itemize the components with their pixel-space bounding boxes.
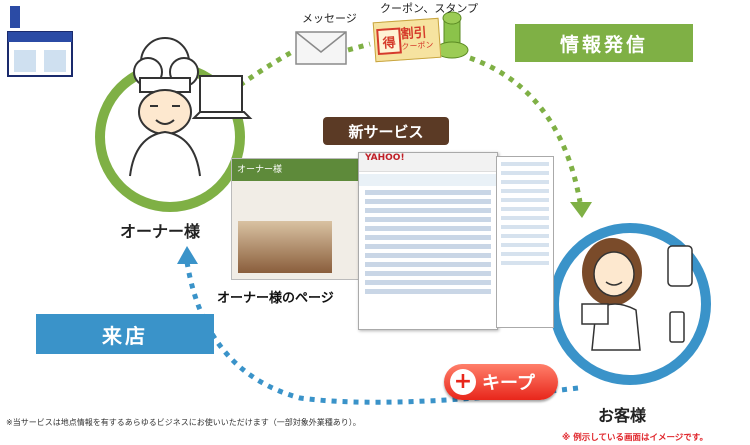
message-label: メッセージ <box>302 12 357 25</box>
yahoo-logo: YAHOO! <box>359 153 497 172</box>
yahoo-side-panel <box>496 156 554 328</box>
owner-page-screenshot: オーナー様 <box>231 158 361 280</box>
shop-photo <box>238 221 332 273</box>
owner-page-label: オーナー様のページ <box>217 291 334 306</box>
customer-label: お客様 <box>598 406 647 425</box>
yahoo-page-screenshot: YAHOO! <box>358 152 498 330</box>
owner-label: オーナー様 <box>120 222 201 241</box>
plus-icon: + <box>450 369 476 395</box>
toku-mark: 得 <box>376 27 402 56</box>
keep-button[interactable]: + キープ <box>444 364 558 400</box>
shop-banner: オーナー様 <box>232 159 360 181</box>
new-service-label: 新サービス <box>323 117 449 145</box>
coupon-stamp-label: クーポン、スタンプ <box>380 2 479 15</box>
visit-label: 来店 <box>36 314 214 354</box>
image-note: ※ 例示している画面はイメージです。 <box>562 433 708 443</box>
info-send-label: 情報発信 <box>515 24 693 62</box>
keep-label: キープ <box>482 373 535 394</box>
service-note: ※当サービスは地点情報を有するあらゆるビジネスにお使いいただけます（一部対象外業… <box>6 418 361 427</box>
coupon-card: 得 割引 クーポン <box>372 17 442 63</box>
coupon-text: クーポン <box>401 40 434 52</box>
